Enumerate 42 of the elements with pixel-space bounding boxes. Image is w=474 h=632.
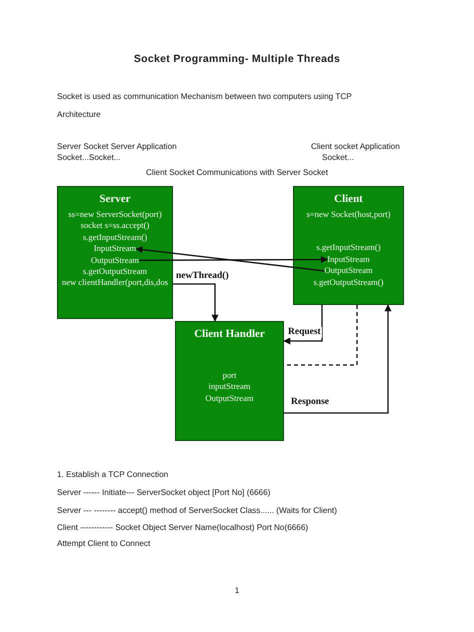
page-title: Socket Programming- Multiple Threads	[132, 53, 342, 65]
text-line: Server Socket Server Application	[57, 141, 177, 152]
code-line: inputStream	[208, 381, 250, 393]
arrow	[284, 304, 392, 414]
code-line: port	[222, 370, 236, 382]
code-line: OutputStream	[90, 254, 140, 266]
text-line: Client socket Application	[311, 141, 400, 152]
code-line: s.getInputStream()	[316, 242, 381, 254]
text-line: 1. Establish a TCP Connection	[57, 469, 168, 480]
text-line: Socket is used as communication Mechanism between two computers using TCP Architecture	[57, 91, 353, 121]
text-line: Server ------ Initiate--- ServerSocket object [Port No] (6666)	[57, 487, 270, 498]
box-heading: Client	[334, 193, 363, 206]
code-line: new clientHandler(port,dis,dos	[62, 277, 168, 289]
box-heading: Client Handler	[194, 328, 265, 341]
code-line: InputStream	[327, 254, 370, 266]
arrow	[136, 246, 324, 272]
text-line: Client Socket Communications with Server Socket	[144, 167, 330, 178]
code-line: s.getInputStream()	[82, 232, 148, 244]
arrow	[283, 305, 323, 344]
text-line: 1	[234, 585, 240, 596]
code-line: OutputStream	[205, 392, 254, 404]
code-line: InputStream	[94, 243, 136, 255]
text-line: Socket...	[322, 152, 354, 163]
code-line: s.getOutputStream()	[314, 276, 384, 288]
text-line: Socket...Socket...	[57, 152, 121, 163]
code-line: s.getOutputStream	[82, 266, 148, 278]
code-line: OutputStream	[324, 265, 373, 277]
process-box	[293, 186, 404, 305]
box-heading: Server	[99, 193, 131, 206]
process-box	[57, 186, 173, 319]
code-line: socket s=ss.accept()	[80, 220, 150, 232]
text-line: Client ------------ Socket Object Server Name(localhost) Port No(6666)	[57, 522, 308, 533]
text-line: Server --- -------- accept() method of ServerSocket Class...... (Waits for Client)	[57, 505, 337, 516]
code-line: ss=new ServerSocket(port)	[68, 209, 162, 220]
edge-label: Response	[290, 397, 330, 408]
arrow	[173, 283, 218, 322]
code-line: s=new Socket(host,port)	[306, 209, 391, 220]
arrow	[139, 256, 328, 264]
edge-label: newThread()	[175, 271, 230, 282]
text-line: Attempt Client to Connect	[57, 538, 150, 549]
edge-label: Request	[287, 327, 322, 338]
process-box	[175, 321, 284, 441]
